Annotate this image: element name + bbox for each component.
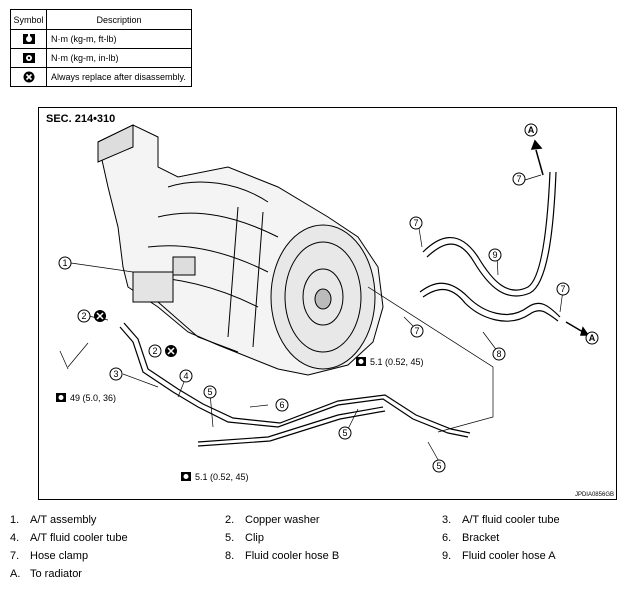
svg-text:5: 5 [342,428,347,438]
svg-text:6: 6 [279,400,284,410]
svg-text:3: 3 [113,369,118,379]
svg-text:4: 4 [183,371,188,381]
torque-label: 49 (5.0, 36) [56,393,116,403]
symbol-row: N·m (kg-m, ft-lb) [10,29,192,49]
always-replace-icon [94,310,106,322]
callouts: 1 2 2 3 4 5 5 5 6 7 7 7 7 8 9 A A [58,123,599,473]
svg-text:9: 9 [492,250,497,260]
cooler-hoses [419,171,561,322]
symbol-description: N·m (kg-m, ft-lb) [46,29,192,49]
symbol-header: Symbol [10,9,47,30]
legend-item: 6.Bracket [442,532,500,544]
symbol-row: N·m (kg-m, in-lb) [10,48,192,68]
cooler-tubes [119,322,471,447]
callout-2: 2 [77,309,91,323]
svg-text:7: 7 [414,326,419,336]
svg-text:7: 7 [560,284,565,294]
legend-item: A.To radiator [10,568,82,580]
callout-1: 1 [58,256,72,270]
svg-text:A: A [589,333,596,343]
svg-text:7: 7 [413,218,418,228]
symbol-table-header: Symbol Description [10,9,192,30]
always-replace-icon [165,345,177,357]
to-radiator-arrows [530,139,590,336]
transmission-cooler-diagram: SEC. 214•310 [38,107,617,500]
callout-8: 8 [492,347,506,361]
figure-code: JPDIA0856GB [575,492,614,498]
always-replace-icon [10,67,47,87]
callout-7: 7 [410,324,424,338]
svg-text:1: 1 [62,258,67,268]
symbol-description: N·m (kg-m, in-lb) [46,48,192,68]
svg-text:2: 2 [81,311,86,321]
at-assembly-drawing [97,124,384,376]
torque-label: 5.1 (0.52, 45) [181,472,249,482]
callout-5: 5 [338,426,352,440]
svg-text:49 (5.0, 36): 49 (5.0, 36) [70,393,116,403]
legend-item: 9.Fluid cooler hose A [442,550,556,562]
legend-item: 5.Clip [225,532,264,544]
callout-3: 3 [109,367,123,381]
svg-text:2: 2 [152,346,157,356]
legend-item: 4.A/T fluid cooler tube [10,532,128,544]
svg-text:5.1 (0.52, 45): 5.1 (0.52, 45) [195,472,249,482]
svg-text:8: 8 [496,349,501,359]
legend-item: 8.Fluid cooler hose B [225,550,340,562]
svg-text:5: 5 [207,387,212,397]
callout-9: 9 [488,248,502,262]
callout-2: 2 [148,344,162,358]
callout-7: 7 [556,282,570,296]
svg-text:5.1 (0.52, 45): 5.1 (0.52, 45) [370,357,424,367]
legend-item: 1.A/T assembly [10,514,97,526]
callout-4: 4 [179,369,193,383]
symbol-row: Always replace after disassembly. [10,67,192,87]
torque-wrench-icon [10,29,47,49]
symbol-description: Always replace after disassembly. [46,67,192,87]
callout-5: 5 [432,459,446,473]
callout-A: A [585,331,599,345]
legend-item: 3.A/T fluid cooler tube [442,514,560,526]
callout-7: 7 [512,172,526,186]
description-header: Description [46,9,192,30]
svg-text:A: A [528,125,535,135]
svg-text:5: 5 [436,461,441,471]
torque-label: 5.1 (0.52, 45) [356,357,424,367]
callout-A: A [524,123,538,137]
legend-item: 7.Hose clamp [10,550,89,562]
callout-5: 5 [203,385,217,399]
callout-7: 7 [409,216,423,230]
torque-wrench-small-icon [10,48,47,68]
legend-item: 2.Copper washer [225,514,320,526]
symbol-table: Symbol Description N·m (kg-m, ft-lb) N·m… [10,9,192,87]
callout-6: 6 [275,398,289,412]
section-label: SEC. 214•310 [46,113,115,125]
svg-text:7: 7 [516,174,521,184]
